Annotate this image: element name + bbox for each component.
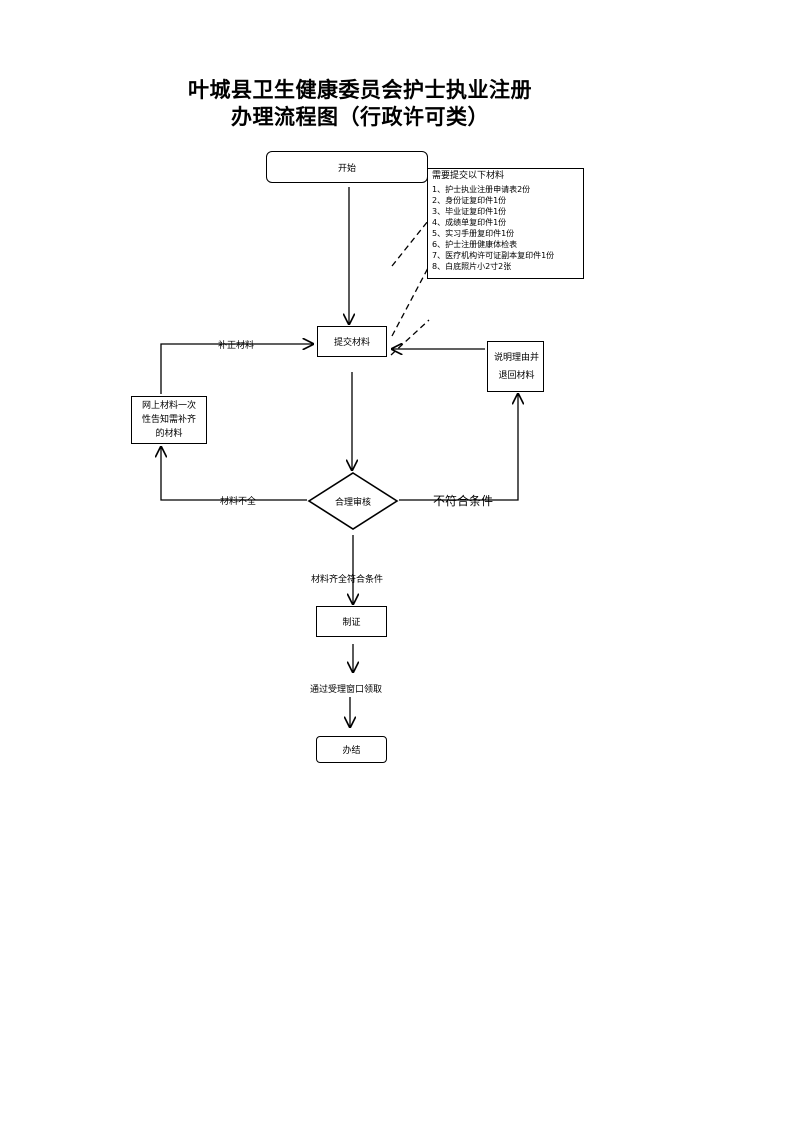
- done-node: 办结: [316, 736, 387, 763]
- submit-materials-node: 提交材料: [317, 326, 387, 357]
- materials-heading: 需要提交以下材料: [432, 171, 505, 181]
- label-not-compliant: 不符合条件: [433, 494, 494, 508]
- start-node: 开始: [266, 151, 428, 183]
- arrow-review-to-supplement: [161, 447, 307, 501]
- material-item: 8、白底照片小2寸2张: [432, 262, 512, 271]
- certificate-node: 制证: [316, 606, 387, 637]
- label-supplement-materials: 补正材料: [218, 341, 255, 351]
- materials-requirements-box: 需要提交以下材料 1、护士执业注册申请表2份 2、身份证复印件1份 3、毕业证复…: [427, 168, 584, 279]
- material-item: 7、医疗机构许可证副本复印件1份: [432, 251, 555, 260]
- label-collect: 通过受理窗口领取: [310, 685, 383, 695]
- material-item: 6、护士注册健康体检表: [432, 240, 518, 249]
- material-item: 5、实习手册复印件1份: [432, 229, 515, 238]
- arrow-review-to-explain: [399, 394, 518, 501]
- page-title-line1: 叶城县卫生健康委员会护士执业注册: [188, 77, 532, 102]
- material-item: 3、毕业证复印件1份: [432, 207, 507, 216]
- supplement-notice-node: 网上材料一次性告知需补齐的材料: [131, 396, 207, 444]
- material-item: 4、成绩单复印件1份: [432, 218, 507, 227]
- page-title-line2: 办理流程图（行政许可类）: [231, 104, 489, 129]
- callout-line-2: [391, 267, 429, 337]
- arrow-supplement-to-submit: [160, 344, 313, 394]
- review-diamond: [307, 472, 399, 530]
- explain-return-node: 说明理由并退回材料: [487, 341, 544, 392]
- label-complete: 材料齐全符合条件: [311, 575, 384, 585]
- label-incomplete: 材料不全: [220, 497, 257, 507]
- callout-line-1: [391, 220, 429, 267]
- material-item: 1、护士执业注册申请表2份: [432, 185, 531, 194]
- callout-line-3: [390, 319, 430, 356]
- review-node-label: 合理审核: [334, 497, 371, 508]
- material-item: 2、身份证复印件1份: [432, 196, 507, 205]
